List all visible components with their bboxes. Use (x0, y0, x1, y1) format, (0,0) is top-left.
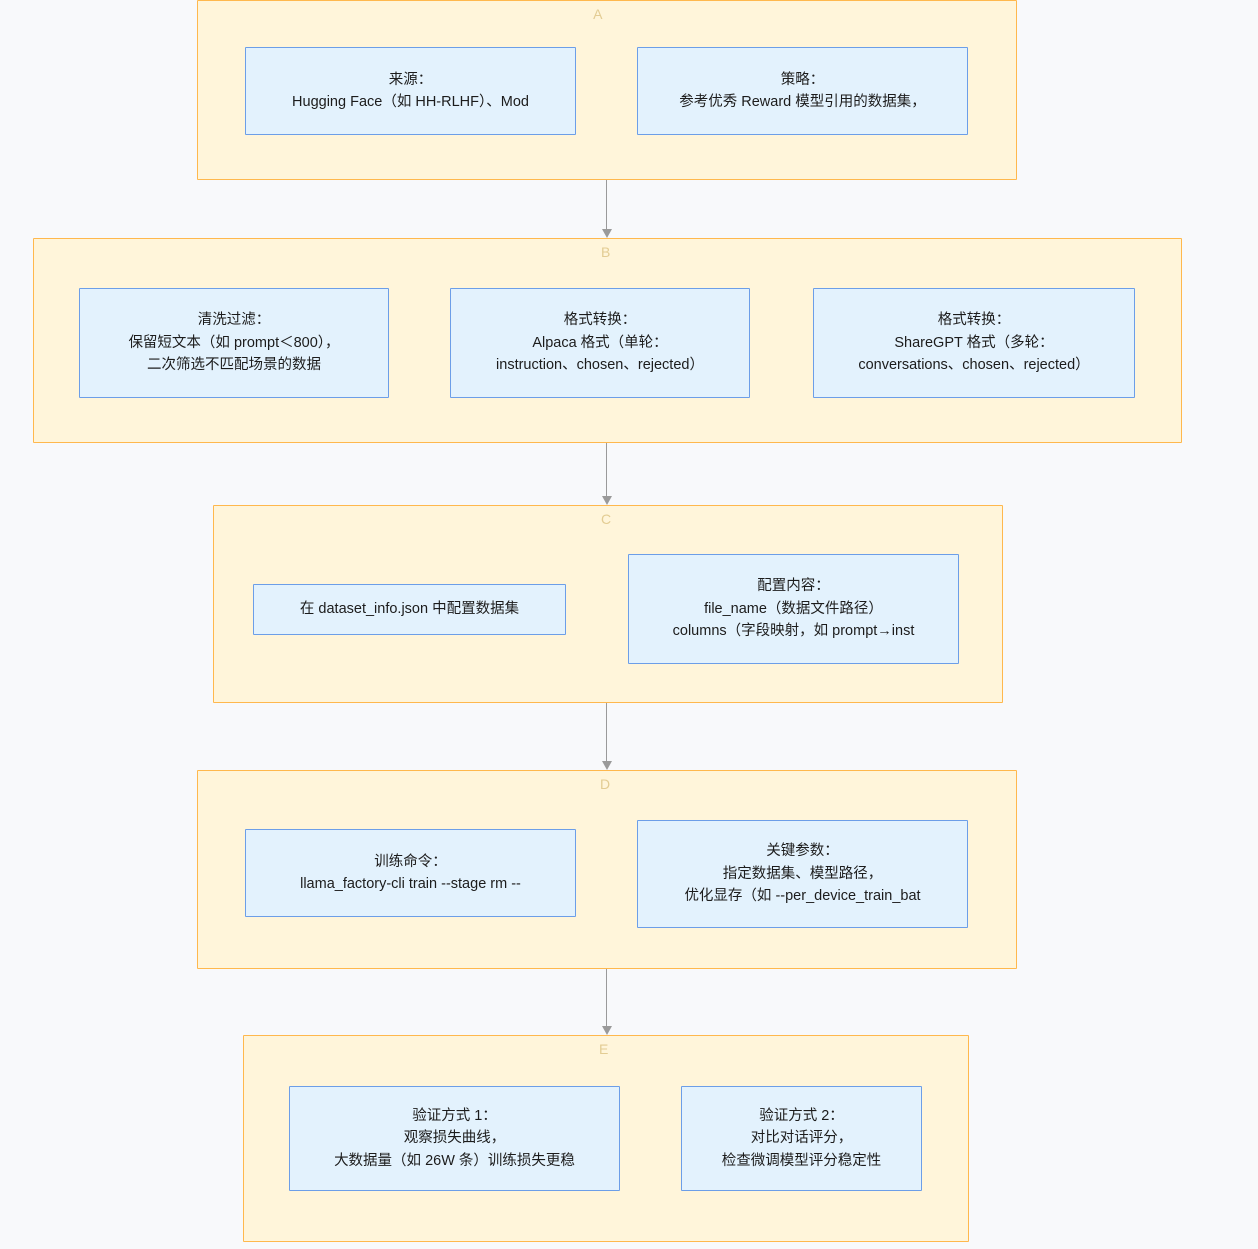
node-d1-train-command[interactable]: 训练命令： llama_factory‑cli train --stage rm… (245, 829, 576, 917)
node-d2-line3: 优化显存（如 --per_device_train_bat (684, 888, 921, 905)
node-b2-line1: 格式转换： (563, 312, 637, 329)
node-b2-alpaca-format[interactable]: 格式转换： Alpaca 格式（单轮： instruction、chosen、r… (450, 288, 750, 398)
node-b3-line2: ShareGPT 格式（多轮： (894, 334, 1054, 351)
node-b3-line1: 格式转换： (937, 312, 1011, 329)
node-b1-line1: 清洗过滤： (197, 312, 271, 329)
node-b1-line2: 保留短文本（如 prompt＜800）， (128, 334, 340, 351)
node-d1-line2: llama_factory‑cli train --stage rm -- (300, 876, 521, 892)
node-d1-line1: 训练命令： (374, 853, 447, 870)
node-e2-line2: 对比对话评分， (750, 1130, 853, 1147)
node-e1-validation-1[interactable]: 验证方式 1： 观察损失曲线， 大数据量（如 26W 条）训练损失更稳 (289, 1086, 620, 1191)
node-a1-line2: Hugging Face（如 HH‑RLHF）、Mod (292, 94, 529, 110)
cluster-c-label: C (601, 511, 612, 527)
node-d2-line2: 指定数据集、模型路径， (722, 865, 883, 882)
node-a2-line1: 策略： (780, 71, 825, 88)
node-c2-line2: file_name（数据文件路径） (704, 600, 883, 617)
node-a2-strategy[interactable]: 策略： 参考优秀 Reward 模型引用的数据集， (637, 47, 968, 135)
node-b2-line2: Alpaca 格式（单轮： (532, 334, 668, 351)
node-e2-line1: 验证方式 2： (759, 1107, 844, 1124)
node-b3-sharegpt-format[interactable]: 格式转换： ShareGPT 格式（多轮： conversations、chos… (813, 288, 1135, 398)
node-c2-config-content[interactable]: 配置内容： file_name（数据文件路径） columns（字段映射，如 p… (628, 554, 959, 664)
node-b1-line3: 二次筛选不匹配场景的数据 (146, 357, 321, 374)
node-d2-key-params[interactable]: 关键参数： 指定数据集、模型路径， 优化显存（如 --per_device_tr… (637, 820, 968, 928)
node-a1-source[interactable]: 来源： Hugging Face（如 HH‑RLHF）、Mod (245, 47, 576, 135)
node-a2-line2: 参考优秀 Reward 模型引用的数据集， (679, 94, 926, 110)
node-e1-line2: 观察损失曲线， (403, 1130, 506, 1147)
node-d2-line1: 关键参数： (766, 843, 839, 860)
cluster-a-label: A (593, 6, 603, 22)
cluster-e-label: E (599, 1041, 609, 1057)
node-e1-line3: 大数据量（如 26W 条）训练损失更稳 (334, 1152, 575, 1169)
cluster-b-label: B (601, 244, 611, 260)
node-b2-line3: instruction、chosen、rejected） (496, 357, 704, 374)
node-c1-dataset-info-config[interactable]: 在 dataset_info.json 中配置数据集 (253, 584, 566, 635)
node-c1-line1: 在 dataset_info.json 中配置数据集 (299, 601, 520, 618)
node-e1-line1: 验证方式 1： (412, 1107, 497, 1124)
node-c2-line1: 配置内容： (757, 578, 830, 595)
node-b1-clean-filter[interactable]: 清洗过滤： 保留短文本（如 prompt＜800）， 二次筛选不匹配场景的数据 (79, 288, 389, 398)
node-a1-line1: 来源： (388, 71, 433, 88)
node-b3-line3: conversations、chosen、rejected） (858, 357, 1090, 374)
node-e2-line3: 检查微调模型评分稳定性 (721, 1152, 882, 1169)
cluster-d-label: D (600, 776, 611, 792)
node-c2-line3: columns（字段映射，如 prompt→inst (672, 623, 915, 640)
node-e2-validation-2[interactable]: 验证方式 2： 对比对话评分， 检查微调模型评分稳定性 (681, 1086, 922, 1191)
